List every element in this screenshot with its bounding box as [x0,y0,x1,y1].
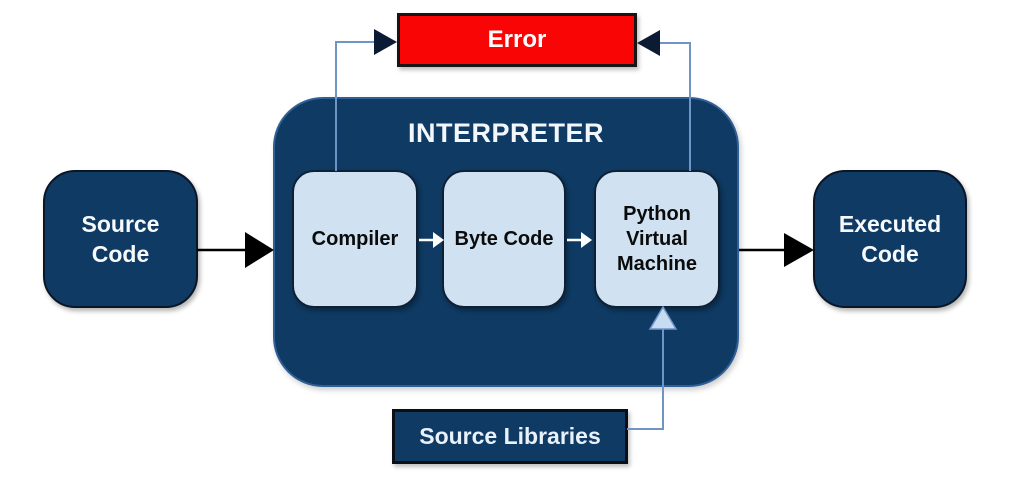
executed-code-label: Executed Code [838,210,942,267]
byte-code-node: Byte Code [442,170,566,308]
executed-code-node: Executed Code [813,170,967,308]
python-virtual-machine-node: Python Virtual Machine [594,170,720,308]
compiler-node: Compiler [292,170,418,308]
source-code-node: Source Code [43,170,198,308]
source-libraries-label: Source Libraries [419,423,601,449]
edge-arrowhead [784,233,814,267]
compiler-label: Compiler [311,227,399,250]
arrow-interpreter-to-executed-code [739,233,814,267]
interpreter-label: INTERPRETER [407,118,605,148]
arrow-source-code-to-interpreter [197,232,274,268]
error-label: Error [487,26,547,53]
edge-arrowhead [374,29,397,55]
error-node: Error [397,13,637,67]
edge-arrowhead [245,232,274,268]
python-virtual-machine-label: Python Virtual Machine [616,202,698,275]
source-libraries-node: Source Libraries [392,409,628,464]
source-code-label: Source Code [81,210,160,267]
byte-code-label: Byte Code [454,227,554,250]
edge-arrowhead [637,30,660,56]
